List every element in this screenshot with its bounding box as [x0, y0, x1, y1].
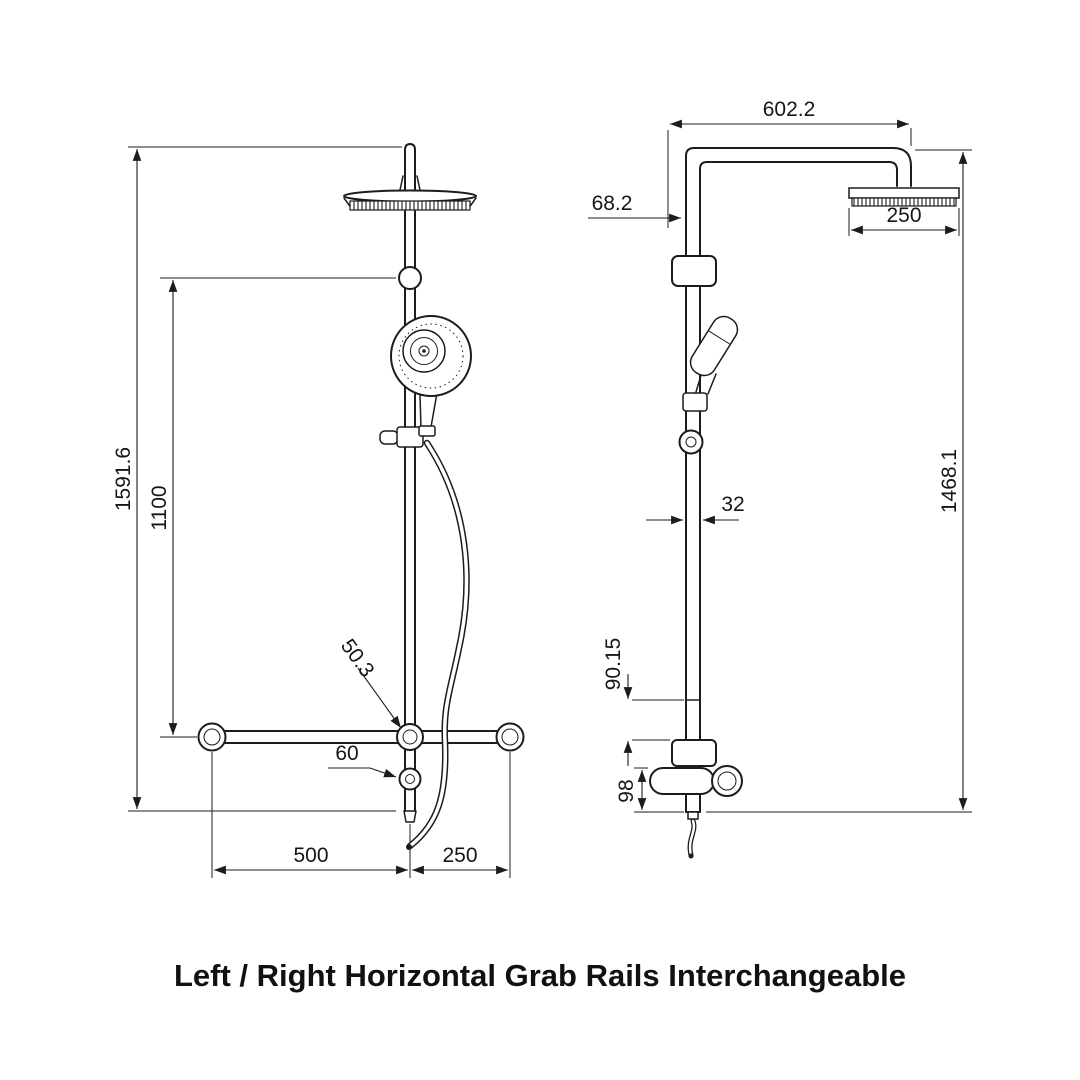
dim-rail-right: 250 — [412, 752, 511, 878]
hose-tail — [687, 818, 697, 859]
outlet-side — [687, 811, 699, 820]
grab-rail — [197, 722, 525, 752]
lower-bracket — [671, 739, 717, 767]
bottom-outlet — [403, 810, 417, 823]
dim-head-width: 250 — [848, 204, 960, 236]
dim-head-width-label: 250 — [886, 204, 921, 227]
caption: Left / Right Horizontal Grab Rails Inter… — [173, 958, 907, 993]
hand-shower-holder — [379, 426, 424, 448]
diverter-knob — [398, 767, 422, 791]
holder-knob — [678, 429, 704, 455]
dim-diverter-offset: 60 — [328, 742, 397, 778]
slide-ring — [398, 266, 422, 290]
dim-outlet-spacing: 98 — [615, 767, 684, 813]
dim-pipe-diameter: 32 — [646, 493, 745, 525]
upper-bracket — [671, 255, 717, 287]
dim-column-height: 1468.1 — [706, 149, 972, 813]
dim-bracket-spacing-label: 90.15 — [602, 638, 625, 691]
hand-shower — [390, 315, 472, 437]
dim-overall-height-label: 1591.6 — [112, 447, 135, 511]
dim-overall-height: 1591.6 — [112, 146, 402, 812]
side-view: 602.2 68.2 1468.1 — [588, 98, 972, 859]
dim-rail-left: 500 — [211, 752, 411, 878]
dim-top-arm: 602.2 — [667, 98, 912, 228]
hand-shower-side — [682, 315, 739, 412]
dim-wall-offset-label: 68.2 — [592, 192, 633, 215]
dim-rail-left-label: 500 — [293, 844, 328, 867]
front-view: 1591.6 1100 500 250 — [112, 143, 525, 878]
dim-outlet-spacing-label: 98 — [615, 779, 638, 802]
dim-junction-offset-label: 50.3 — [336, 635, 379, 682]
rain-head-side — [848, 187, 960, 207]
dim-bracket-spacing: 90.15 — [602, 638, 684, 766]
dim-wall-offset: 68.2 — [588, 192, 681, 223]
dim-rail-height: 1100 — [148, 277, 396, 738]
dim-diverter-offset-label: 60 — [335, 742, 358, 765]
grab-rail-side — [649, 765, 743, 797]
dim-rail-height-label: 1100 — [148, 485, 171, 530]
dim-pipe-diameter-label: 32 — [721, 493, 744, 516]
dim-column-height-label: 1468.1 — [938, 449, 961, 513]
dim-junction-offset: 50.3 — [336, 635, 402, 729]
riser-pipe-side — [685, 147, 912, 813]
shower-hose — [406, 439, 470, 850]
riser-pipe — [399, 143, 421, 812]
dim-rail-right-label: 250 — [442, 844, 477, 867]
rain-shower-head — [343, 189, 477, 211]
dim-top-arm-label: 602.2 — [763, 98, 816, 121]
rail-junction — [396, 723, 424, 751]
